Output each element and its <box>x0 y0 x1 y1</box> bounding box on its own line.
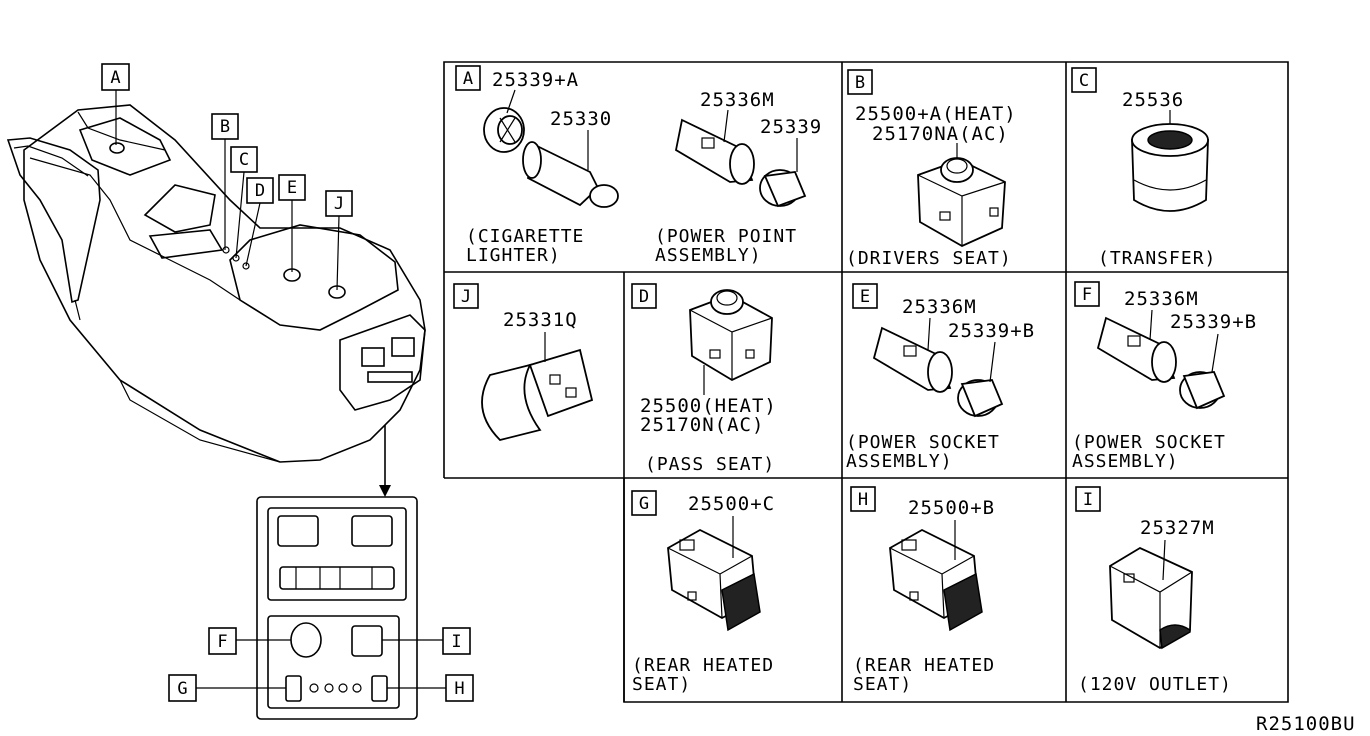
svg-text:25327M: 25327M <box>1140 517 1215 539</box>
parts-grid <box>443 61 1289 703</box>
part-number: 25336M <box>700 89 775 111</box>
part-number: 25330 <box>550 108 612 130</box>
svg-text:C: C <box>1079 71 1089 91</box>
svg-text:25500+C: 25500+C <box>688 493 775 515</box>
svg-text:B: B <box>220 117 230 137</box>
power-point-cap-icon <box>759 169 807 208</box>
callout-H-panel: H <box>445 674 474 702</box>
svg-text:(CIGARETTE: (CIGARETTE <box>466 226 584 247</box>
power-socket-icon <box>1096 316 1177 383</box>
svg-text:F: F <box>1082 285 1092 305</box>
svg-text:H: H <box>858 490 868 510</box>
diagram-code: R25100BU <box>1256 713 1356 735</box>
overview-leaders <box>115 90 340 291</box>
svg-text:D: D <box>255 181 265 201</box>
callout-C: C <box>230 146 258 173</box>
svg-text:B: B <box>855 73 865 93</box>
cell-C: C 25536 (TRANSFER) <box>1071 67 1216 269</box>
svg-text:G: G <box>639 494 649 514</box>
center-console-illustration <box>6 104 426 497</box>
cell-B: B 25500+A(HEAT) 25170NA(AC) (DRIVERS SEA… <box>846 69 1017 269</box>
svg-text:E: E <box>860 287 870 307</box>
rear-panel-detail <box>196 496 446 720</box>
svg-text:LIGHTER): LIGHTER) <box>466 245 561 266</box>
svg-text:25331Q: 25331Q <box>503 309 578 331</box>
callout-D: D <box>246 177 274 204</box>
callout-I-panel: I <box>442 627 471 655</box>
svg-text:(POWER SOCKET: (POWER SOCKET <box>1072 432 1226 453</box>
transfer-switch-icon <box>1131 123 1209 212</box>
svg-text:J: J <box>334 194 344 214</box>
svg-text:(REAR HEATED: (REAR HEATED <box>632 655 774 676</box>
cell-A: A 25339+A 25330 25336M 25339 <box>455 65 822 266</box>
svg-text:25336M: 25336M <box>902 296 977 318</box>
power-point-socket-icon <box>674 118 755 185</box>
svg-text:25536: 25536 <box>1122 89 1184 111</box>
cell-letter: A <box>463 69 473 89</box>
svg-text:ASSEMBLY): ASSEMBLY) <box>655 245 762 266</box>
power-socket-cap-icon <box>1179 371 1226 410</box>
part-number: 25339+A <box>492 69 579 91</box>
cell-J: J 25331Q <box>453 283 594 441</box>
power-socket-icon <box>872 326 953 393</box>
drivers-seat-switch-icon <box>917 157 1006 248</box>
svg-text:(POWER SOCKET: (POWER SOCKET <box>846 432 1000 453</box>
cell-D: D 25500(HEAT) 25170N(AC) (PASS SEAT) <box>631 283 777 475</box>
cell-I: I 25327M (120V OUTLET) <box>1075 486 1232 695</box>
callout-F-panel: F <box>208 627 237 655</box>
svg-text:A: A <box>110 68 120 88</box>
svg-text:25500(HEAT): 25500(HEAT) <box>640 395 777 417</box>
svg-text:(120V OUTLET): (120V OUTLET) <box>1078 674 1232 695</box>
svg-text:25170N(AC): 25170N(AC) <box>640 414 764 436</box>
callout-E: E <box>278 174 306 201</box>
svg-text:25500+B: 25500+B <box>908 497 995 519</box>
svg-text:F: F <box>217 632 227 652</box>
svg-text:G: G <box>177 679 187 699</box>
cell-F: F 25336M 25339+B (POWER SOCKET ASSEMBLY) <box>1072 281 1257 472</box>
rear-heated-seat-switch-icon <box>889 528 983 632</box>
svg-text:ASSEMBLY): ASSEMBLY) <box>846 451 953 472</box>
lighter-socket-ring-icon <box>483 107 525 153</box>
svg-text:(POWER POINT: (POWER POINT <box>655 226 797 247</box>
cell-G: G 25500+C (REAR HEATED SEAT) <box>631 490 775 695</box>
cell-E: E 25336M 25339+B (POWER SOCKET ASSEMBLY) <box>846 283 1035 472</box>
callout-B: B <box>211 113 239 140</box>
part-number: 25339 <box>760 116 822 138</box>
svg-text:SEAT): SEAT) <box>853 674 912 695</box>
120v-outlet-icon <box>1109 546 1193 650</box>
svg-text:(TRANSFER): (TRANSFER) <box>1098 248 1216 269</box>
svg-text:25336M: 25336M <box>1124 288 1199 310</box>
cigarette-lighter-icon <box>522 141 619 208</box>
svg-text:H: H <box>454 679 464 699</box>
svg-text:25500+A(HEAT): 25500+A(HEAT) <box>855 103 1017 125</box>
svg-text:E: E <box>287 178 297 198</box>
callout-G-panel: G <box>168 674 197 702</box>
svg-text:D: D <box>639 287 649 307</box>
svg-text:(REAR HEATED: (REAR HEATED <box>853 655 995 676</box>
pass-seat-switch-icon <box>689 289 773 382</box>
cell-H: H 25500+B (REAR HEATED SEAT) <box>850 486 995 695</box>
power-socket-cap-icon <box>957 379 1004 418</box>
svg-text:J: J <box>461 287 471 307</box>
cover-plug-icon <box>481 348 594 441</box>
rear-heated-seat-switch-icon <box>667 528 761 632</box>
svg-text:25339+B: 25339+B <box>1170 311 1257 333</box>
callout-J: J <box>325 190 353 217</box>
svg-text:(PASS SEAT): (PASS SEAT) <box>645 454 775 475</box>
callout-A: A <box>101 63 130 91</box>
svg-text:I: I <box>1083 490 1093 510</box>
svg-text:25170NA(AC): 25170NA(AC) <box>872 123 1009 145</box>
svg-text:(DRIVERS SEAT): (DRIVERS SEAT) <box>846 248 1012 269</box>
svg-text:I: I <box>451 632 461 652</box>
svg-text:25339+B: 25339+B <box>948 320 1035 342</box>
svg-text:SEAT): SEAT) <box>632 674 691 695</box>
svg-text:ASSEMBLY): ASSEMBLY) <box>1072 451 1179 472</box>
svg-text:C: C <box>239 150 249 170</box>
